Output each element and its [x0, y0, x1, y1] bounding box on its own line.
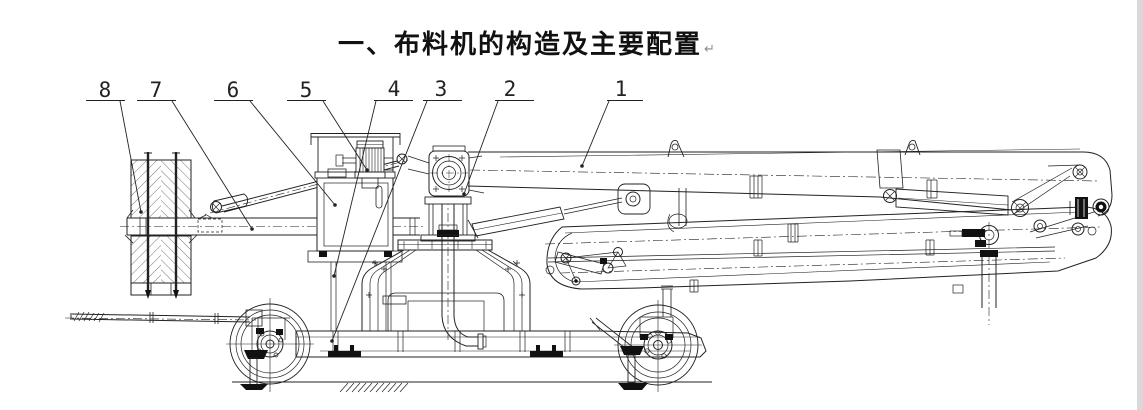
page-title: 一、布料机的构造及主要配置	[338, 29, 703, 59]
boom-arm-1	[467, 139, 1113, 217]
part-label-2: 2	[462, 77, 534, 196]
tow-drawbar	[64, 309, 263, 327]
part-number: 8	[99, 78, 112, 102]
part-number: 7	[150, 78, 163, 102]
title-row: 一、布料机的构造及主要配置↵	[338, 24, 715, 61]
turntable-pedestal	[361, 239, 531, 332]
end-swivel-drop-pipe	[949, 222, 999, 325]
luffing-cylinder-1	[467, 183, 651, 239]
part-label-4: 4	[332, 77, 413, 278]
counterweight	[124, 152, 198, 299]
ground-line	[232, 381, 712, 393]
part-label-8: 8	[86, 78, 143, 214]
part-number: 6	[227, 78, 240, 102]
part-labels: 8 7 6 5 4	[86, 77, 643, 343]
right-wheel	[589, 300, 702, 392]
right-outrigger-jack	[618, 346, 648, 390]
return-mark-icon: ↵	[704, 40, 715, 56]
part-number: 2	[504, 77, 517, 101]
slewing-turret	[420, 145, 485, 242]
guard-rail	[310, 133, 401, 177]
part-number: 3	[435, 77, 448, 101]
part-number: 1	[615, 77, 628, 101]
right-knuckle-linkage	[1011, 164, 1110, 239]
counterweight-tie-rods	[144, 152, 180, 299]
part-label-7: 7	[137, 78, 254, 231]
left-knuckle-linkage	[545, 247, 627, 286]
tie-rod	[197, 153, 430, 220]
electric-motor	[335, 140, 394, 189]
page-edge-strip	[1137, 0, 1143, 410]
left-wheel	[226, 298, 314, 392]
front-support-pad	[328, 345, 563, 357]
part-label-5: 5	[287, 78, 369, 172]
part-label-3: 3	[330, 77, 462, 343]
boom-arms-2-3	[544, 206, 1112, 294]
rear-upright	[661, 285, 673, 317]
part-number: 5	[300, 78, 313, 102]
part-label-1: 1	[580, 77, 643, 168]
delivery-pipe-riser	[430, 195, 487, 350]
left-outrigger-jack	[240, 350, 268, 390]
pipe-hanger-post	[667, 188, 688, 233]
part-number: 4	[388, 77, 401, 101]
luffing-cylinder-2	[876, 149, 1009, 216]
part-label-6: 6	[214, 78, 337, 207]
